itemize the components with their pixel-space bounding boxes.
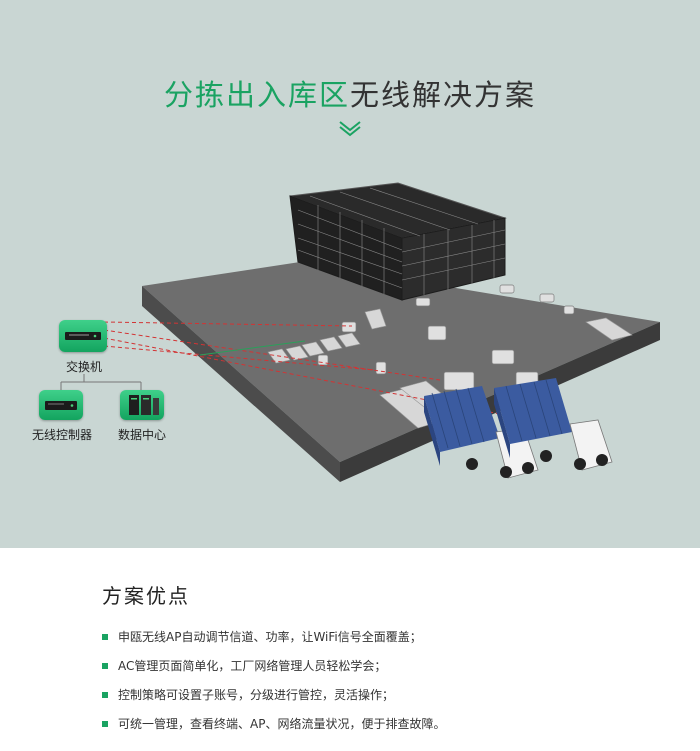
title-highlight: 分拣出入库区 xyxy=(163,78,350,112)
bullet-icon xyxy=(102,633,108,640)
datacenter-card xyxy=(120,390,164,420)
page-title: 分拣出入库区无线解决方案 xyxy=(0,72,700,114)
storage-rack xyxy=(289,182,507,301)
hero-banner: 分拣出入库区无线解决方案 xyxy=(0,0,700,548)
network-switch-icon xyxy=(65,332,101,340)
list-item: AC管理页面简单化，工厂网络管理人员轻松学会； xyxy=(102,651,445,680)
list-item: 申瓯无线AP自动调节信道、功率，让WiFi信号全面覆盖； xyxy=(102,622,445,651)
controller-card xyxy=(39,390,83,420)
network-tree-lines xyxy=(60,374,142,390)
bullet-icon xyxy=(102,691,108,698)
warehouse-illustration xyxy=(60,182,660,482)
advantage-text: 申瓯无线AP自动调节信道、功率，让WiFi信号全面覆盖； xyxy=(118,630,422,644)
advantages-section: 方案优点 申瓯无线AP自动调节信道、功率，让WiFi信号全面覆盖； AC管理页面… xyxy=(0,548,700,751)
floor-edge-left xyxy=(142,286,340,482)
server-rack-icon xyxy=(129,395,159,415)
bullet-icon xyxy=(102,720,108,727)
list-item: 可统一管理，查看终端、AP、网络流量状况，便于排查故障。 xyxy=(102,709,445,738)
advantages-heading: 方案优点 xyxy=(102,584,190,608)
switch-label: 交换机 xyxy=(65,360,102,374)
switch-card xyxy=(59,320,107,352)
wired-link-line xyxy=(199,340,306,356)
list-item: 控制策略可设置子账号，分级进行管控，灵活操作； xyxy=(102,680,445,709)
datacenter-label: 数据中心 xyxy=(117,428,166,442)
title-rest: 无线解决方案 xyxy=(350,78,537,112)
bullet-icon xyxy=(102,662,108,669)
warehouse-floor xyxy=(142,262,660,462)
truck-2 xyxy=(494,378,613,471)
advantage-text: 控制策略可设置子账号，分级进行管控，灵活操作； xyxy=(118,688,395,702)
advantage-text: 可统一管理，查看终端、AP、网络流量状况，便于排查故障。 xyxy=(118,717,446,731)
advantage-text: AC管理页面简单化，工厂网络管理人员轻松学会； xyxy=(118,659,387,673)
wireless-controller-icon xyxy=(45,401,77,410)
chevron-down-icon xyxy=(339,121,361,137)
controller-label: 无线控制器 xyxy=(32,428,93,442)
advantages-list: 申瓯无线AP自动调节信道、功率，让WiFi信号全面覆盖； AC管理页面简单化，工… xyxy=(102,622,445,738)
